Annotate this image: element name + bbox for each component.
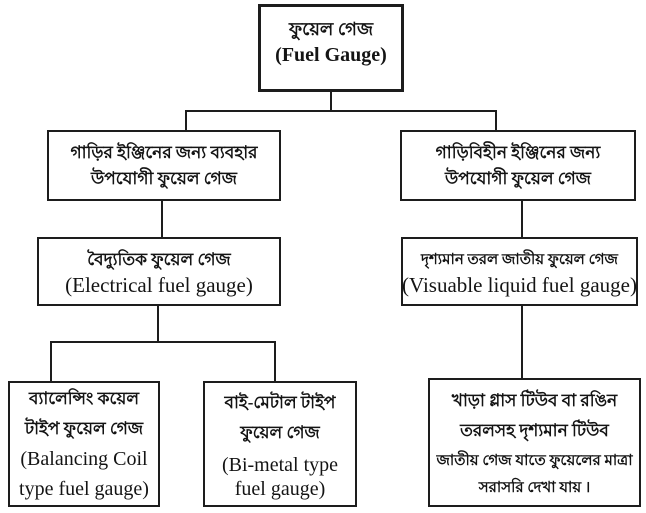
node-glass-tube: খাড়া গ্লাস টিউব বা রঙিন তরলসহ দৃশ্যমান … — [428, 378, 641, 507]
connector-root-crossbar — [185, 110, 497, 112]
connector-drop-left-branch — [185, 110, 187, 131]
node-non-engine-line1: গাড়িবিহীন ইঞ্জিনের জন্য — [435, 142, 601, 162]
node-engine-line2: উপযোগী ফুয়েল গেজ — [90, 168, 238, 188]
node-tube-line2: তরলসহ দৃশ্যমান টিউব — [460, 420, 609, 440]
connector-drop-balancing — [50, 341, 52, 381]
node-balancing-line4: type fuel gauge) — [19, 478, 149, 500]
node-bimetal-line3: (Bi-metal type — [221, 453, 339, 476]
connector-drop-bimetal — [274, 341, 276, 381]
node-fuel-gauge-bn-label: ফুয়েল গেজ — [288, 19, 374, 39]
node-electrical-bn-label: বৈদ্যুতিক ফুয়েল গেজ — [87, 249, 231, 269]
connector-drop-right-branch — [495, 110, 497, 131]
connector-non-engine-to-visuable — [521, 201, 523, 237]
node-electrical-fuel-gauge: বৈদ্যুতিক ফুয়েল গেজ (Electrical fuel ga… — [37, 237, 281, 306]
node-tube-line4: সরাসরি দেখা যায় । — [478, 479, 591, 496]
node-tube-line3: জাতীয় গেজ যাতে ফুয়েলের মাত্রা — [436, 452, 633, 469]
node-fuel-gauge: ফুয়েল গেজ (Fuel Gauge) — [258, 4, 404, 92]
node-bimetal-line4: fuel gauge) — [234, 477, 326, 500]
connector-electrical-stem — [157, 306, 159, 342]
connector-root-stem — [330, 92, 332, 111]
node-electrical-en-label: (Electrical fuel gauge) — [65, 272, 253, 297]
node-engine-line1: গাড়ির ইঞ্জিনের জন্য ব্যবহার — [70, 142, 258, 162]
node-visuable-bn-label: দৃশ্যমান তরল জাতীয় ফুয়েল গেজ — [421, 251, 618, 268]
node-visuable-en-label: (Visuable liquid fuel gauge) — [402, 272, 637, 297]
node-balancing-line2: টাইপ ফুয়েল গেজ — [24, 419, 144, 438]
node-non-engine-fuel-gauge: গাড়িবিহীন ইঞ্জিনের জন্য উপযোগী ফুয়েল গ… — [400, 130, 636, 201]
node-non-engine-line2: উপযোগী ফুয়েল গেজ — [444, 168, 592, 188]
node-fuel-gauge-en-label: (Fuel Gauge) — [275, 44, 387, 66]
connector-visuable-to-tube — [521, 306, 523, 378]
node-visuable-fuel-gauge: দৃশ্যমান তরল জাতীয় ফুয়েল গেজ (Visuable… — [401, 237, 638, 306]
node-engine-fuel-gauge: গাড়ির ইঞ্জিনের জন্য ব্যবহার উপযোগী ফুয়… — [47, 130, 281, 201]
node-balancing-coil: ব্যালেন্সিং কয়েল টাইপ ফুয়েল গেজ (Balan… — [8, 381, 160, 507]
connector-engine-to-electrical — [161, 201, 163, 237]
node-balancing-line1: ব্যালেন্সিং কয়েল — [28, 389, 140, 408]
node-tube-line1: খাড়া গ্লাস টিউব বা রঙিন — [451, 390, 618, 410]
node-bimetal-line1: বাই-মেটাল টাইপ — [224, 392, 336, 412]
node-bimetal: বাই-মেটাল টাইপ ফুয়েল গেজ (Bi-metal type… — [203, 381, 357, 507]
node-balancing-line3: (Balancing Coil — [20, 448, 148, 470]
connector-electrical-crossbar — [50, 341, 276, 343]
node-bimetal-line2: ফুয়েল গেজ — [240, 422, 320, 442]
